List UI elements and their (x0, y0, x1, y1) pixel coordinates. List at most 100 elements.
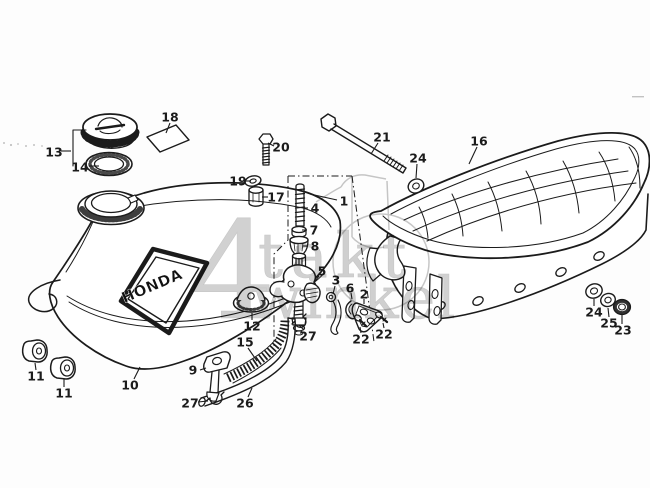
callout-19: 19 (229, 174, 251, 189)
lever-5-hatch (305, 287, 319, 299)
callout-22: 22 (352, 326, 370, 347)
callout-20: 20 (267, 140, 290, 155)
callout-26: 26 (236, 387, 254, 411)
spring-15-outline-2 (232, 347, 282, 384)
part-number-label: 22 (352, 332, 369, 347)
callout-24: 24 (409, 151, 427, 179)
seat-group (366, 131, 650, 325)
hinge-strap-b-hole-1 (431, 288, 439, 300)
callout-leader (165, 122, 171, 134)
washer-19 (244, 175, 262, 187)
callout-21: 21 (370, 130, 391, 155)
seat-piping (382, 140, 640, 249)
hinge-strap-a-hole-2 (407, 299, 415, 311)
part-number-label: 26 (236, 396, 254, 411)
spring-15-outline-1 (223, 338, 277, 375)
callout-leader (350, 292, 353, 300)
callout-leader (34, 362, 37, 371)
callout-11: 11 (55, 379, 73, 401)
screw-22-a (354, 314, 368, 328)
callout-13: 13 (45, 145, 71, 160)
cap-gasket-band (88, 153, 130, 175)
plate-2-hole-1 (359, 308, 369, 316)
callout-7: 7 (302, 223, 318, 238)
fuel-cap-group (72, 113, 190, 177)
callout-leader (247, 387, 253, 398)
callout-23: 23 (614, 315, 632, 338)
callout-leader (247, 347, 258, 362)
callout-25: 25 (600, 307, 618, 331)
watermark: 4 takt winkel (190, 193, 458, 351)
callout-leader (332, 285, 336, 295)
part-number-label: 25 (600, 316, 617, 331)
washer-24-top-hole (412, 182, 420, 190)
callout-leader (382, 322, 385, 329)
part-number-label: 27 (299, 329, 316, 344)
watermark-word-bottom: winkel (252, 264, 458, 332)
part-number-label: 14 (71, 160, 89, 175)
seat-quilt-grid (403, 146, 641, 242)
inset-boundary (273, 175, 375, 346)
washer-24-right-hole (589, 287, 599, 295)
callout-11: 11 (27, 362, 45, 384)
spacer-17-hatch (252, 192, 260, 203)
callout-5: 5 (312, 264, 326, 285)
bolt-20-shaft (261, 143, 271, 166)
part-number-label: 7 (310, 223, 319, 238)
petcock-stem (293, 301, 304, 319)
cap-bracket (72, 129, 87, 167)
callout-leader (359, 326, 362, 334)
callout-leader (133, 366, 141, 380)
part-number-label: 8 (311, 239, 320, 254)
part-number-label: 11 (27, 369, 44, 384)
clip-27-lower (205, 391, 225, 405)
part-number-label: 1 (340, 194, 349, 209)
fuel-tank: HONDA (27, 181, 342, 370)
cap-gasket-hole (93, 156, 125, 172)
strainer-12-center (247, 292, 255, 300)
gasket-3-ring-hole (328, 294, 334, 300)
part-number-label: 24 (409, 151, 427, 166)
cap-bail-3 (99, 129, 121, 135)
filler-notch (127, 194, 139, 204)
cushions-11 (21, 339, 76, 380)
gasket-3-ring (325, 291, 337, 303)
callout-27: 27 (298, 324, 317, 344)
bolt-21-head (320, 113, 337, 132)
part-number-label: 6 (346, 281, 355, 296)
cup-8-hatch (293, 242, 304, 253)
fuel-tube-26 (200, 317, 296, 407)
ghost-frame (315, 174, 430, 311)
cushion-11-a (21, 339, 48, 363)
callout-18: 18 (161, 110, 179, 134)
ghost-frame-lines (315, 174, 390, 249)
part-number-label: 17 (267, 190, 284, 205)
bolt-20-head (258, 133, 274, 145)
part-number-label: 23 (614, 323, 631, 338)
cap-bail-1 (97, 117, 123, 128)
hinge-strap-b (428, 273, 443, 325)
washer-24-top (407, 178, 425, 194)
watermark-word-top: takt (258, 219, 414, 292)
screw-22-b (375, 311, 389, 324)
clamp-9-head (203, 351, 231, 373)
fuel-line-group (198, 317, 296, 407)
part-number-label: 13 (45, 145, 62, 160)
callout-6: 6 (346, 281, 355, 300)
gasket-3-strip (330, 299, 342, 336)
stud-4 (294, 183, 306, 227)
tank-top-crease (133, 199, 332, 228)
washer-25 (600, 292, 616, 308)
seat-fasteners (320, 113, 632, 316)
tank-pinstripe-2 (68, 301, 291, 328)
callout-9: 9 (189, 363, 207, 378)
tank-tunnel-curl (27, 279, 61, 313)
part-number-label: 22 (375, 327, 392, 342)
part-number-label: 9 (189, 363, 198, 378)
washer-24-right (585, 283, 603, 299)
hinge-strap-a-hole-1 (405, 280, 413, 292)
callout-16: 16 (468, 134, 488, 165)
callout-leader (298, 324, 305, 331)
